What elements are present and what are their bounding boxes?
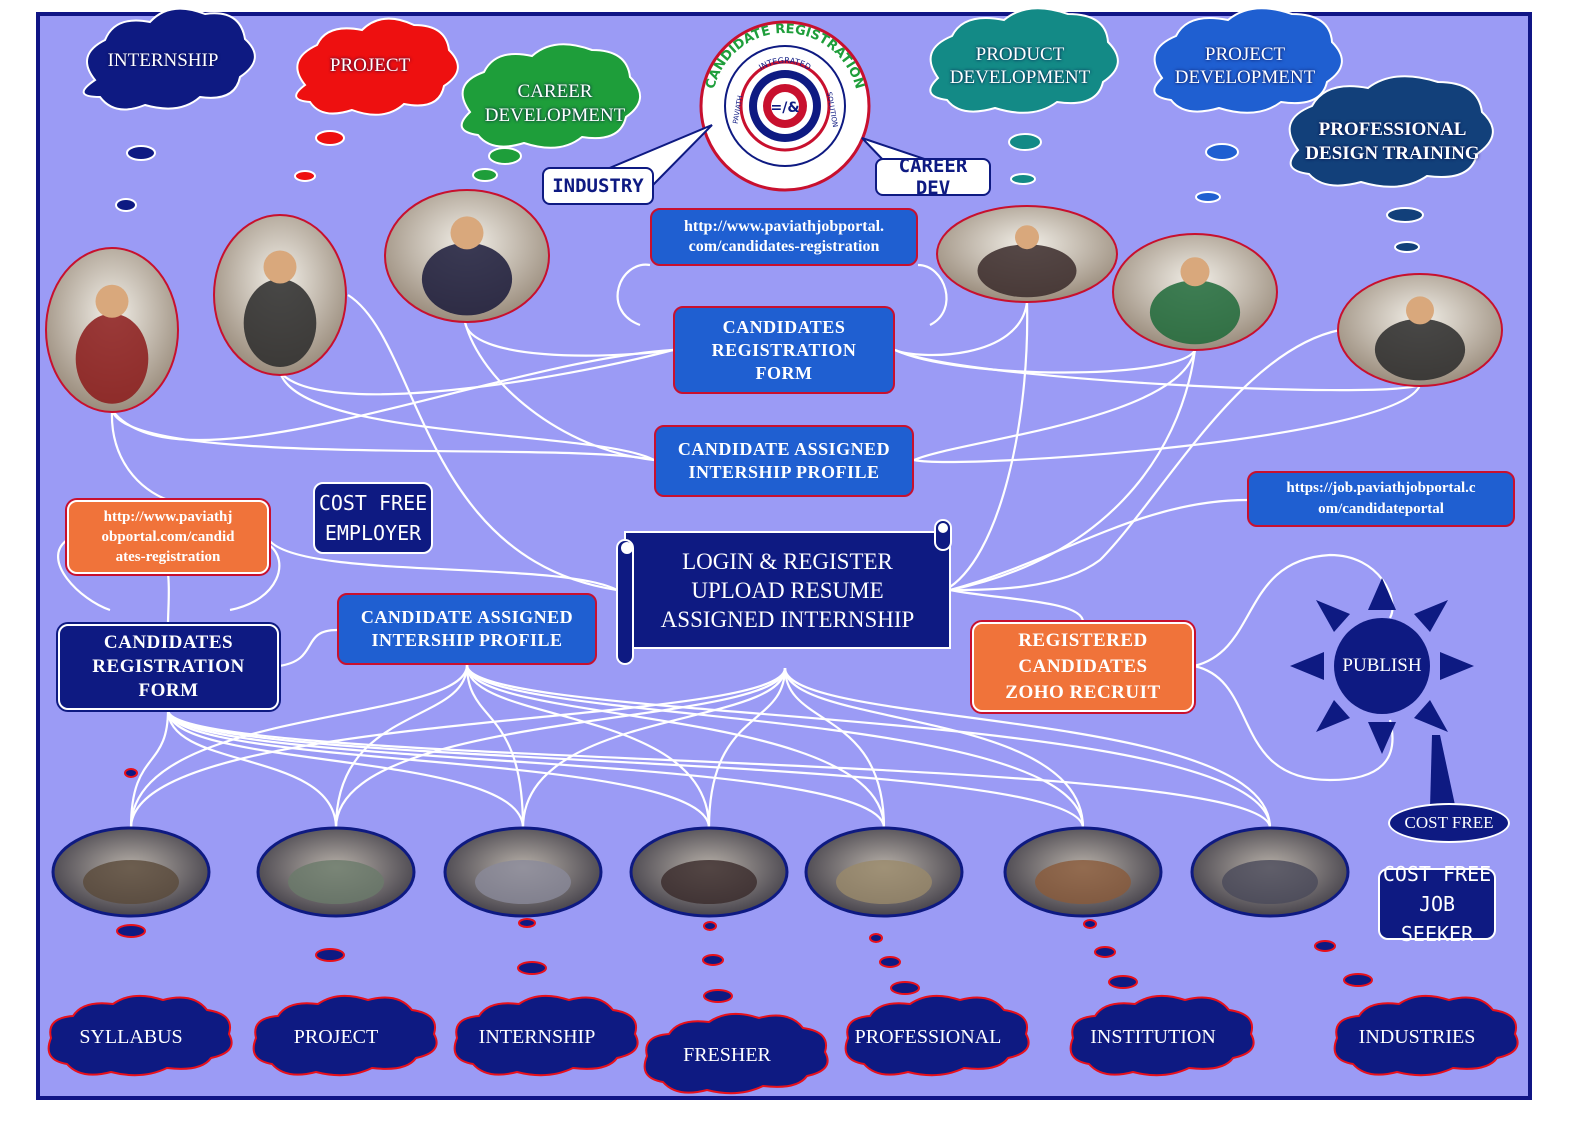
cloud-project-label: PROJECT [329, 55, 411, 76]
url-left-link[interactable]: http://www.paviathj obportal.com/candid … [67, 500, 269, 574]
cloud-project-development-label: PROJECT DEVELOPMENT [1174, 44, 1316, 88]
cost-free-bubble: COST FREE [1388, 803, 1510, 843]
svg-text:=/&: =/& [770, 100, 799, 116]
cloud-project [295, 17, 459, 116]
candidate-assigned-profile-left: CANDIDATE ASSIGNED INTERSHIP PROFILE [337, 593, 597, 665]
cloud-product-development-label: PRODUCT DEVELOPMENT [949, 44, 1091, 88]
registered-candidates-zoho-recruit: REGISTERED CANDIDATES ZOHO RECRUIT [972, 622, 1194, 712]
candidate-registration-logo: =/& CANDIDATE REGISTRATION INTEGRATED PA… [699, 20, 871, 192]
cloud-professional-design-training [1288, 75, 1494, 188]
cloud-professional-design-training-label: PROFESSIONAL DESIGN TRAINING [1305, 119, 1480, 164]
bottom-cloud-label-institution: INSTITUTION [1090, 1026, 1216, 1048]
bottom-cloud-label-fresher: FRESHER [683, 1044, 771, 1066]
candidates-registration-form-left: CANDIDATES REGISTRATION FORM [58, 624, 279, 710]
cloud-career-development-label: CAREER DEVELOPMENT [484, 81, 626, 126]
publish-label: PUBLISH [1342, 655, 1422, 676]
cost-free-employer-badge: COST FREE EMPLOYER [313, 482, 433, 554]
connector-lines [57, 263, 1422, 829]
login-register-scroll-text: LOGIN & REGISTER UPLOAD RESUME ASSIGNED … [660, 548, 915, 632]
candidate-assigned-profile-center: CANDIDATE ASSIGNED INTERSHIP PROFILE [654, 425, 914, 497]
login-scroll [616, 519, 952, 665]
thought-bubble-dots [115, 130, 1424, 1003]
career-dev-label: CAREER DEV [875, 155, 991, 199]
industry-label: INDUSTRY [542, 167, 654, 205]
cloud-product-development [929, 7, 1119, 114]
publish-sun [1290, 578, 1474, 808]
bottom-cloud-label-project: PROJECT [293, 1026, 379, 1048]
cloud-career-development [460, 43, 641, 149]
bottom-cloud-label-internship: INTERNSHIP [478, 1026, 596, 1048]
cloud-internship-label: INTERNSHIP [107, 50, 219, 71]
bottom-cloud-label-industries: INDUSTRIES [1358, 1026, 1476, 1048]
bottom-cloud-label-professional: PROFESSIONAL [854, 1026, 1002, 1048]
candidates-registration-form-center: CANDIDATES REGISTRATION FORM [673, 306, 895, 394]
cloud-project-development [1153, 7, 1343, 114]
bottom-clouds [47, 994, 1519, 1095]
bottom-cloud-label-syllabus: SYLLABUS [79, 1026, 183, 1048]
url-top-link[interactable]: http://www.paviathjobportal. com/candida… [650, 208, 918, 266]
cloud-internship [82, 7, 256, 111]
url-right-link[interactable]: https://job.paviathjobportal.c om/candid… [1247, 471, 1515, 527]
photo-row-bottom [51, 826, 1350, 918]
photo-row-top [45, 189, 1503, 413]
cost-free-job-seeker-badge: COST FREE JOB SEEKER [1378, 862, 1496, 946]
